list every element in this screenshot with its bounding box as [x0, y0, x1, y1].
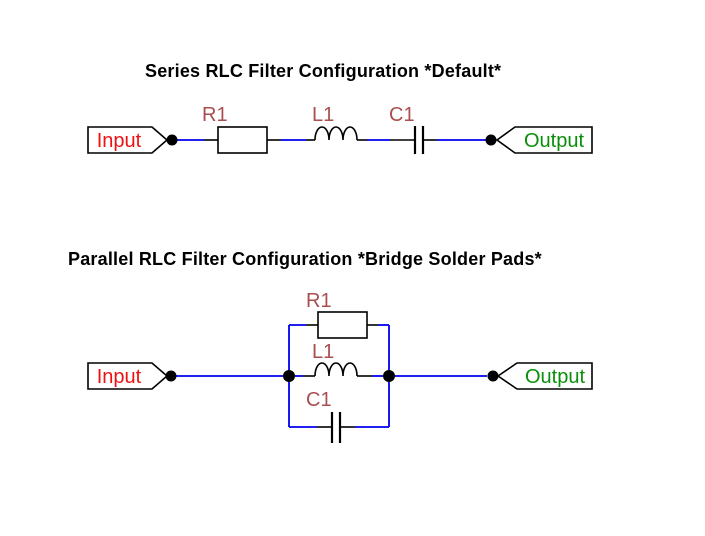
input-flag-label: Input [97, 366, 142, 388]
series-nodes [166, 134, 497, 146]
resistor-body [217, 126, 268, 154]
junction-node-left [283, 370, 295, 382]
resistor-body [317, 311, 368, 339]
inductor-ref-label: L1 [312, 104, 334, 126]
resistor-ref-label: R1 [202, 104, 228, 126]
output-node [485, 134, 497, 146]
input-flag-label: Input [97, 130, 142, 152]
inductor-ref-label: L1 [312, 341, 334, 363]
resistor-ref-label: R1 [306, 290, 332, 312]
parallel-symbols [87, 311, 593, 443]
inductor-symbol [314, 126, 358, 141]
parallel-circuit: Input Output R1 L1 C1 [87, 290, 593, 443]
output-flag-label: Output [524, 130, 584, 152]
series-circuit: Input Output R1 L1 C1 [87, 104, 593, 154]
capacitor-ref-label: C1 [389, 104, 415, 126]
input-flag [87, 362, 169, 390]
capacitor-ref-label: C1 [306, 389, 332, 411]
input-node [165, 370, 177, 382]
output-flag [495, 126, 593, 154]
output-node [487, 370, 499, 382]
parallel-nodes [165, 370, 499, 382]
input-flag [87, 126, 169, 154]
series-symbols [87, 126, 593, 154]
output-flag-label: Output [525, 366, 585, 388]
junction-node-right [383, 370, 395, 382]
inductor-symbol [314, 362, 358, 377]
series-circuit-title: Series RLC Filter Configuration *Default… [145, 61, 502, 81]
input-node [166, 134, 178, 146]
parallel-circuit-title: Parallel RLC Filter Configuration *Bridg… [68, 249, 542, 269]
output-flag [496, 362, 593, 390]
